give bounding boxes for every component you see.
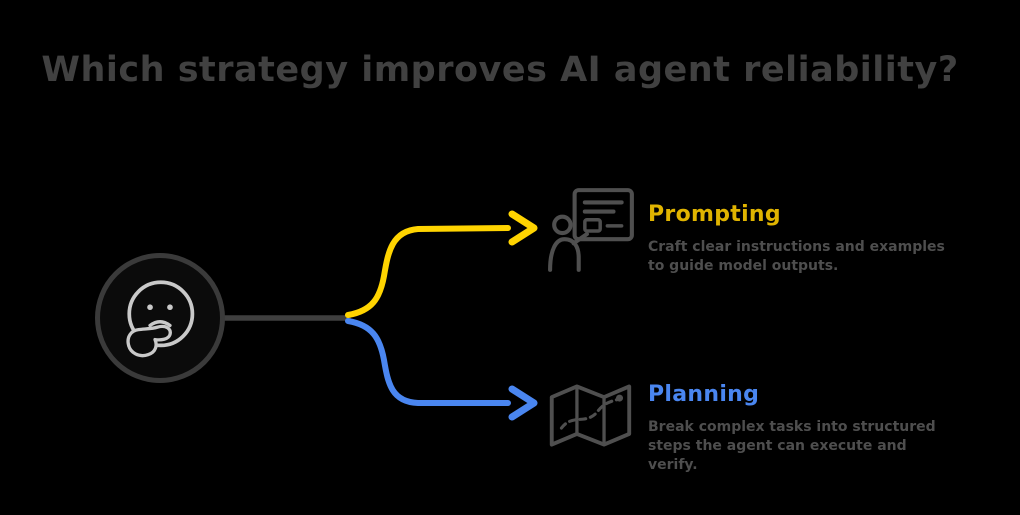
planning-branch-line [345,318,511,406]
prompt-screen-icon [546,184,638,276]
planning-label: Planning [648,382,760,407]
prompting-branch: Prompting Craft clear instructions and e… [648,202,968,276]
planning-map-icon [544,370,636,462]
thinking-face-icon [126,280,195,358]
prompting-arrowhead [508,210,538,246]
planning-arrowhead [508,385,538,421]
prompting-branch-line [345,225,511,318]
thinker-circle [95,253,225,383]
planning-description: Break complex tasks into structured step… [648,419,936,473]
prompting-description: Craft clear instructions and examples to… [648,239,945,274]
page-title: Which strategy improves AI agent reliabi… [41,50,959,90]
prompting-label: Prompting [648,202,781,227]
planning-branch: Planning Break complex tasks into struct… [648,382,968,475]
